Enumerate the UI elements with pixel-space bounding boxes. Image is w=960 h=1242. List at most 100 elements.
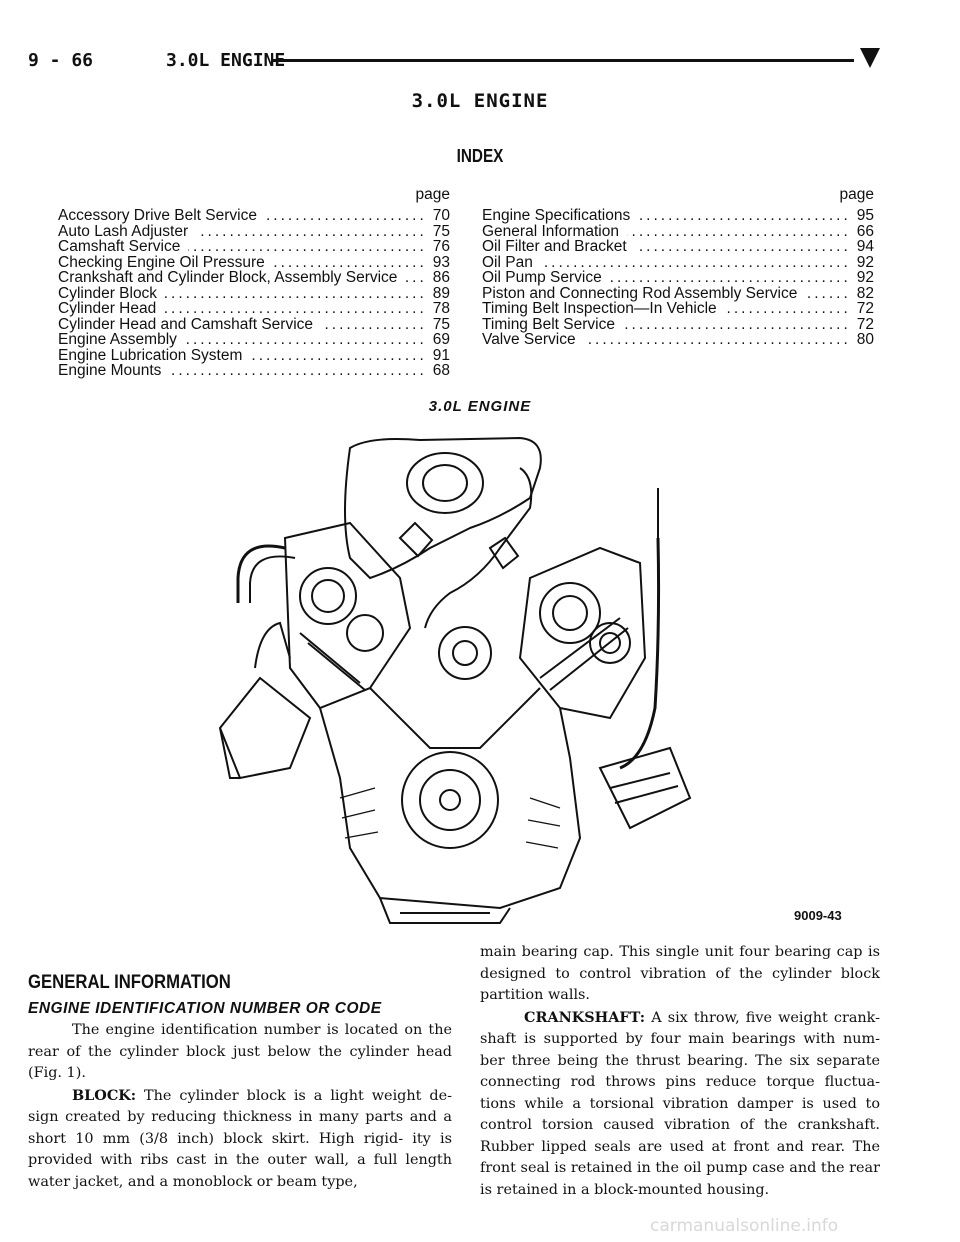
leader-dots: ........................................… — [250, 347, 427, 363]
index-entry-title: Engine Assembly — [58, 331, 177, 348]
page-header: 9 - 66 3.0L ENGINE — [28, 46, 880, 74]
index-entry[interactable]: Engine Specifications...................… — [482, 208, 874, 224]
header-rule — [271, 59, 854, 62]
index-entry-page: 92 — [856, 253, 874, 271]
index-entry-page: 76 — [432, 238, 450, 255]
index-entry-title: Valve Service — [482, 331, 576, 348]
index-entry-page: 72 — [856, 300, 874, 317]
index-entry-title: Engine Specifications — [482, 207, 631, 224]
paragraph-identification: The engine identification number is loca… — [28, 1022, 452, 1081]
index-entry[interactable]: Cylinder Head...........................… — [58, 301, 450, 317]
index-entry-page: 94 — [856, 238, 874, 255]
index-entry-page: 66 — [856, 222, 874, 240]
index-entry-page: 68 — [432, 362, 450, 379]
index-entry-page: 82 — [856, 284, 874, 302]
index-entry-title: Timing Belt Inspection—In Vehicle — [482, 300, 717, 317]
leader-dots: ........................................… — [265, 208, 427, 224]
leader-dots: ........................................… — [627, 223, 851, 239]
block-text: The cylinder block is a light weight de-… — [28, 1087, 452, 1190]
section-title: 3.0L ENGINE — [166, 50, 286, 71]
index-heading: INDEX — [456, 146, 504, 166]
index-entry[interactable]: Oil Filter and Bracket..................… — [482, 239, 874, 255]
index-entry-title: Engine Mounts — [58, 362, 162, 379]
index-column-left: page Accessory Drive Belt Service.......… — [58, 186, 450, 379]
watermark: carmanualsonline.info — [650, 1216, 839, 1236]
index-entry-page: 70 — [432, 207, 450, 224]
index-entry-title: Cylinder Head and Camshaft Service — [58, 315, 314, 333]
page-column-label: page — [839, 186, 874, 203]
leader-dots: ........................................… — [405, 270, 427, 286]
index-entry-page: 89 — [432, 284, 450, 302]
leader-dots: ........................................… — [805, 285, 851, 301]
page-column-label: page — [415, 186, 450, 203]
index-entry-page: 91 — [432, 346, 450, 364]
index-entry-page: 78 — [432, 300, 450, 317]
index-entry[interactable]: Piston and Connecting Rod Assembly Servi… — [482, 284, 874, 302]
index-entry[interactable]: Timing Belt Service.....................… — [482, 315, 874, 333]
index-entry-page: 86 — [432, 269, 450, 286]
index-entry-title: Cylinder Head — [58, 300, 157, 317]
index-entry-title: Cylinder Block — [58, 284, 158, 302]
leader-dots: ........................................… — [725, 301, 851, 317]
index-entry[interactable]: Engine Assembly.........................… — [58, 332, 450, 348]
index-entry[interactable]: Valve Service...........................… — [482, 332, 874, 348]
index-entry[interactable]: Auto Lash Adjuster......................… — [58, 222, 450, 240]
leader-dots: ........................................… — [634, 239, 851, 255]
index-entry[interactable]: Camshaft Service........................… — [58, 239, 450, 255]
leader-dots: ........................................… — [623, 316, 851, 332]
crankshaft-label: CRANKSHAFT: — [524, 1008, 646, 1026]
index-entry[interactable]: Engine Mounts...........................… — [58, 363, 450, 379]
index-entry[interactable]: Checking Engine Oil Pressure............… — [58, 253, 450, 271]
leader-dots: ........................................… — [583, 332, 851, 348]
leader-dots: ........................................… — [185, 332, 427, 348]
block-label: BLOCK: — [72, 1086, 137, 1104]
leader-dots: ........................................… — [169, 363, 427, 379]
subsection-heading: ENGINE IDENTIFICATION NUMBER OR CODE — [28, 1000, 382, 1017]
index-entry-title: Crankshaft and Cylinder Block, Assembly … — [58, 269, 398, 286]
index-entry-page: 72 — [856, 315, 874, 333]
leader-dots: ........................................… — [196, 223, 427, 239]
index-entry[interactable]: General Information.....................… — [482, 222, 874, 240]
index-entry[interactable]: Timing Belt Inspection—In Vehicle.......… — [482, 301, 874, 317]
index-entry-page: 69 — [432, 331, 450, 348]
index-entry-title: Timing Belt Service — [482, 315, 615, 333]
index-entry-title: Oil Filter and Bracket — [482, 238, 627, 255]
section-heading: GENERAL INFORMATION — [28, 972, 231, 993]
index-entry-title: Camshaft Service — [58, 238, 181, 255]
triangle-marker-icon — [860, 48, 880, 68]
index-entry[interactable]: Cylinder Head and Camshaft Service......… — [58, 315, 450, 333]
page-title: 3.0L ENGINE — [411, 90, 549, 112]
index-entry-title: Oil Pump Service — [482, 269, 602, 286]
engine-illustration — [200, 428, 900, 928]
figure-id: 9009-43 — [794, 908, 842, 923]
index-entry-page: 95 — [856, 207, 874, 224]
index-entry[interactable]: Accessory Drive Belt Service............… — [58, 208, 450, 224]
index-entry-page: 75 — [432, 222, 450, 240]
index-entry[interactable]: Oil Pan.................................… — [482, 253, 874, 271]
index-entry[interactable]: Crankshaft and Cylinder Block, Assembly … — [58, 270, 450, 286]
leader-dots: ........................................… — [609, 270, 851, 286]
figure-caption: 3.0L ENGINE — [428, 398, 532, 415]
paragraph-block-continued: main bearing cap. This single unit four … — [480, 944, 880, 1003]
index-entry-page: 80 — [856, 331, 874, 348]
leader-dots: ........................................… — [164, 301, 427, 317]
page-number: 9 - 66 — [28, 50, 94, 71]
leader-dots: ........................................… — [541, 254, 851, 270]
leader-dots: ........................................… — [165, 285, 427, 301]
crankshaft-text: A six throw, five weight crank- shaft is… — [480, 1009, 880, 1198]
paragraph-crankshaft: CRANKSHAFT: A six throw, five weight cra… — [480, 1007, 880, 1202]
paragraph-block: BLOCK: The cylinder block is a light wei… — [28, 1085, 452, 1194]
general-information-section: GENERAL INFORMATION ENGINE IDENTIFICATIO… — [28, 972, 452, 1193]
index-entry-title: Accessory Drive Belt Service — [58, 207, 257, 224]
general-information-continued: main bearing cap. This single unit four … — [480, 942, 880, 1201]
index-entry-title: Checking Engine Oil Pressure — [58, 253, 265, 271]
index-entry[interactable]: Cylinder Block..........................… — [58, 284, 450, 302]
index-entry[interactable]: Oil Pump Service........................… — [482, 270, 874, 286]
index-entry[interactable]: Engine Lubrication System...............… — [58, 346, 450, 364]
leader-dots: ........................................… — [273, 254, 427, 270]
index-entry-title: Engine Lubrication System — [58, 346, 243, 364]
index-entry-title: Oil Pan — [482, 253, 533, 271]
leader-dots: ........................................… — [321, 316, 427, 332]
leader-dots: ........................................… — [188, 239, 427, 255]
index-entry-title: General Information — [482, 222, 619, 240]
